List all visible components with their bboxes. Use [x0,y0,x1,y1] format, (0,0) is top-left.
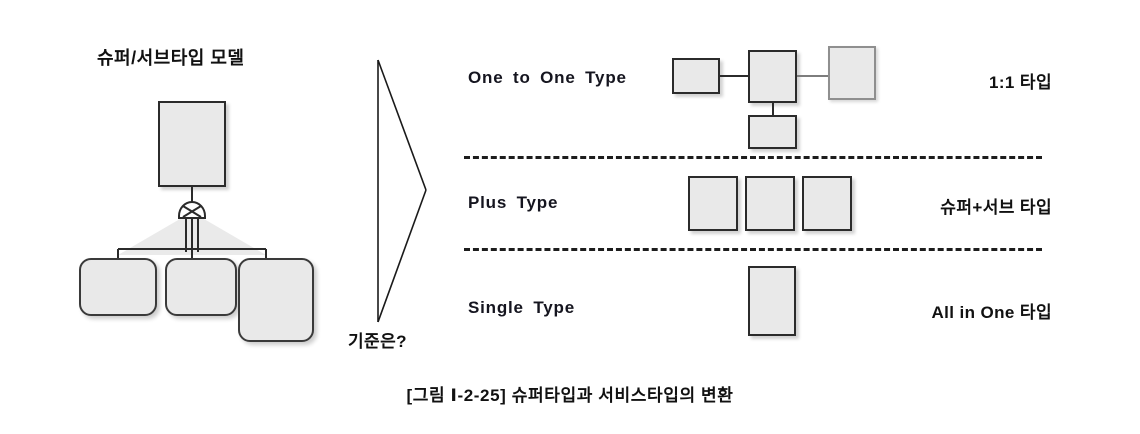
row-plus-type-box-1 [688,176,738,231]
transform-arrow-icon [377,59,427,323]
criteria-label: 기준은? [348,332,407,351]
row-one-to-one-box-left [672,58,720,94]
exclusive-arc-dome [178,201,206,219]
row-single-type-ko-label: All in One 타입 [931,303,1052,322]
subtype-fan-shadow [118,212,266,255]
right-panel: One to One Type 1:1 타입 Plus Type [460,0,1060,370]
transform-arrow-panel: 기준은? [340,0,460,380]
row-divider-2 [464,248,1042,251]
row-plus-type: Plus Type 슈퍼+서브 타입 [460,166,1060,246]
left-panel-title: 슈퍼/서브타입 모델 [97,48,245,68]
row-single-type: Single Type All in One 타입 [460,258,1060,348]
row-plus-type-ko-label: 슈퍼+서브 타입 [940,198,1052,217]
row-one-to-one-box-center [748,50,797,103]
row-divider-1 [464,156,1042,159]
row-one-to-one-connector-left [720,75,748,77]
subtype-box-2 [165,258,237,316]
figure-caption: [그림 Ⅰ-2-25] 슈퍼타입과 서비스타입의 변환 [406,386,734,405]
row-one-to-one-connector-right [797,75,828,77]
row-one-to-one-box-bottom [748,115,797,149]
supertype-box [158,101,226,187]
row-one-to-one-ko-label: 1:1 타입 [989,73,1052,92]
row-one-to-one: One to One Type 1:1 타입 [460,40,1060,155]
row-plus-type-box-2 [745,176,795,231]
supertype-stem [191,187,193,203]
row-plus-type-en-label: Plus Type [468,193,559,212]
exclusive-x-stroke-1 [182,205,202,218]
exclusive-x-stroke-2 [182,205,202,218]
left-panel: 슈퍼/서브타입 모델 [0,0,340,370]
row-one-to-one-en-label: One to One Type [468,68,627,87]
subtype-box-3 [238,258,314,342]
row-single-type-box [748,266,796,336]
row-one-to-one-box-right [828,46,876,100]
row-plus-type-box-3 [802,176,852,231]
row-single-type-en-label: Single Type [468,298,575,317]
subtype-box-1 [79,258,157,316]
row-one-to-one-connector-bottom [772,103,774,115]
